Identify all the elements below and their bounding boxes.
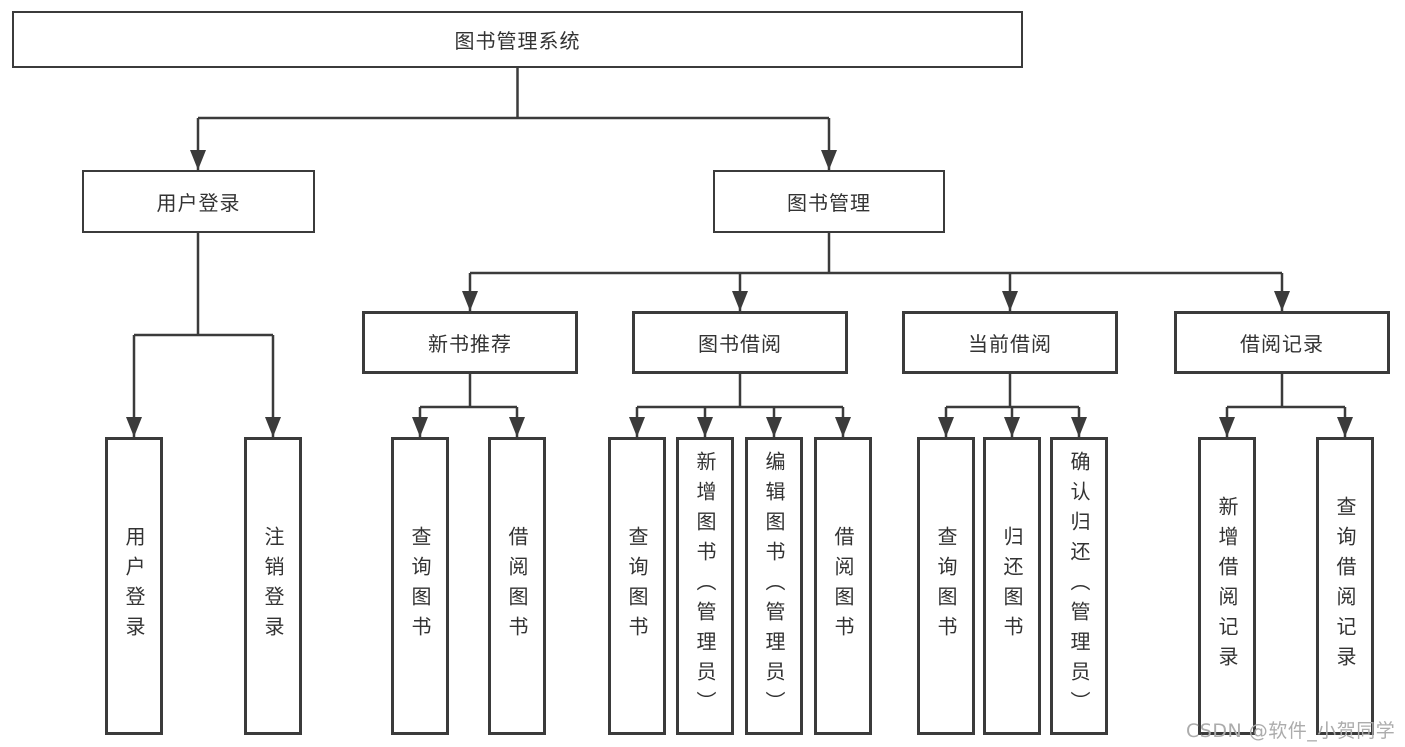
node-user-login: 用户登录	[82, 170, 315, 233]
node-borrow-record: 借阅记录	[1174, 311, 1390, 374]
node-leaf-add-borrow-record: 新增借阅记录	[1198, 437, 1256, 735]
node-leaf-query-books-1: 查询图书	[391, 437, 449, 735]
node-leaf-query-books-2: 查询图书	[608, 437, 666, 735]
node-library-management-system: 图书管理系统	[12, 11, 1023, 68]
node-new-book-recommend: 新书推荐	[362, 311, 578, 374]
node-leaf-user-login: 用户登录	[105, 437, 163, 735]
node-leaf-query-borrow-record: 查询借阅记录	[1316, 437, 1374, 735]
node-leaf-confirm-return-admin: 确认归还（管理员）	[1050, 437, 1108, 735]
csdn-watermark: CSDN @软件_小贺同学	[1186, 720, 1396, 742]
node-leaf-query-books-3: 查询图书	[917, 437, 975, 735]
node-leaf-borrow-books-1: 借阅图书	[488, 437, 546, 735]
node-leaf-edit-books-admin: 编辑图书（管理员）	[745, 437, 803, 735]
node-book-borrow: 图书借阅	[632, 311, 848, 374]
node-current-borrow: 当前借阅	[902, 311, 1118, 374]
node-leaf-add-books-admin: 新增图书（管理员）	[676, 437, 734, 735]
node-book-management: 图书管理	[713, 170, 945, 233]
node-leaf-logout: 注销登录	[244, 437, 302, 735]
node-leaf-borrow-books-2: 借阅图书	[814, 437, 872, 735]
node-leaf-return-books: 归还图书	[983, 437, 1041, 735]
